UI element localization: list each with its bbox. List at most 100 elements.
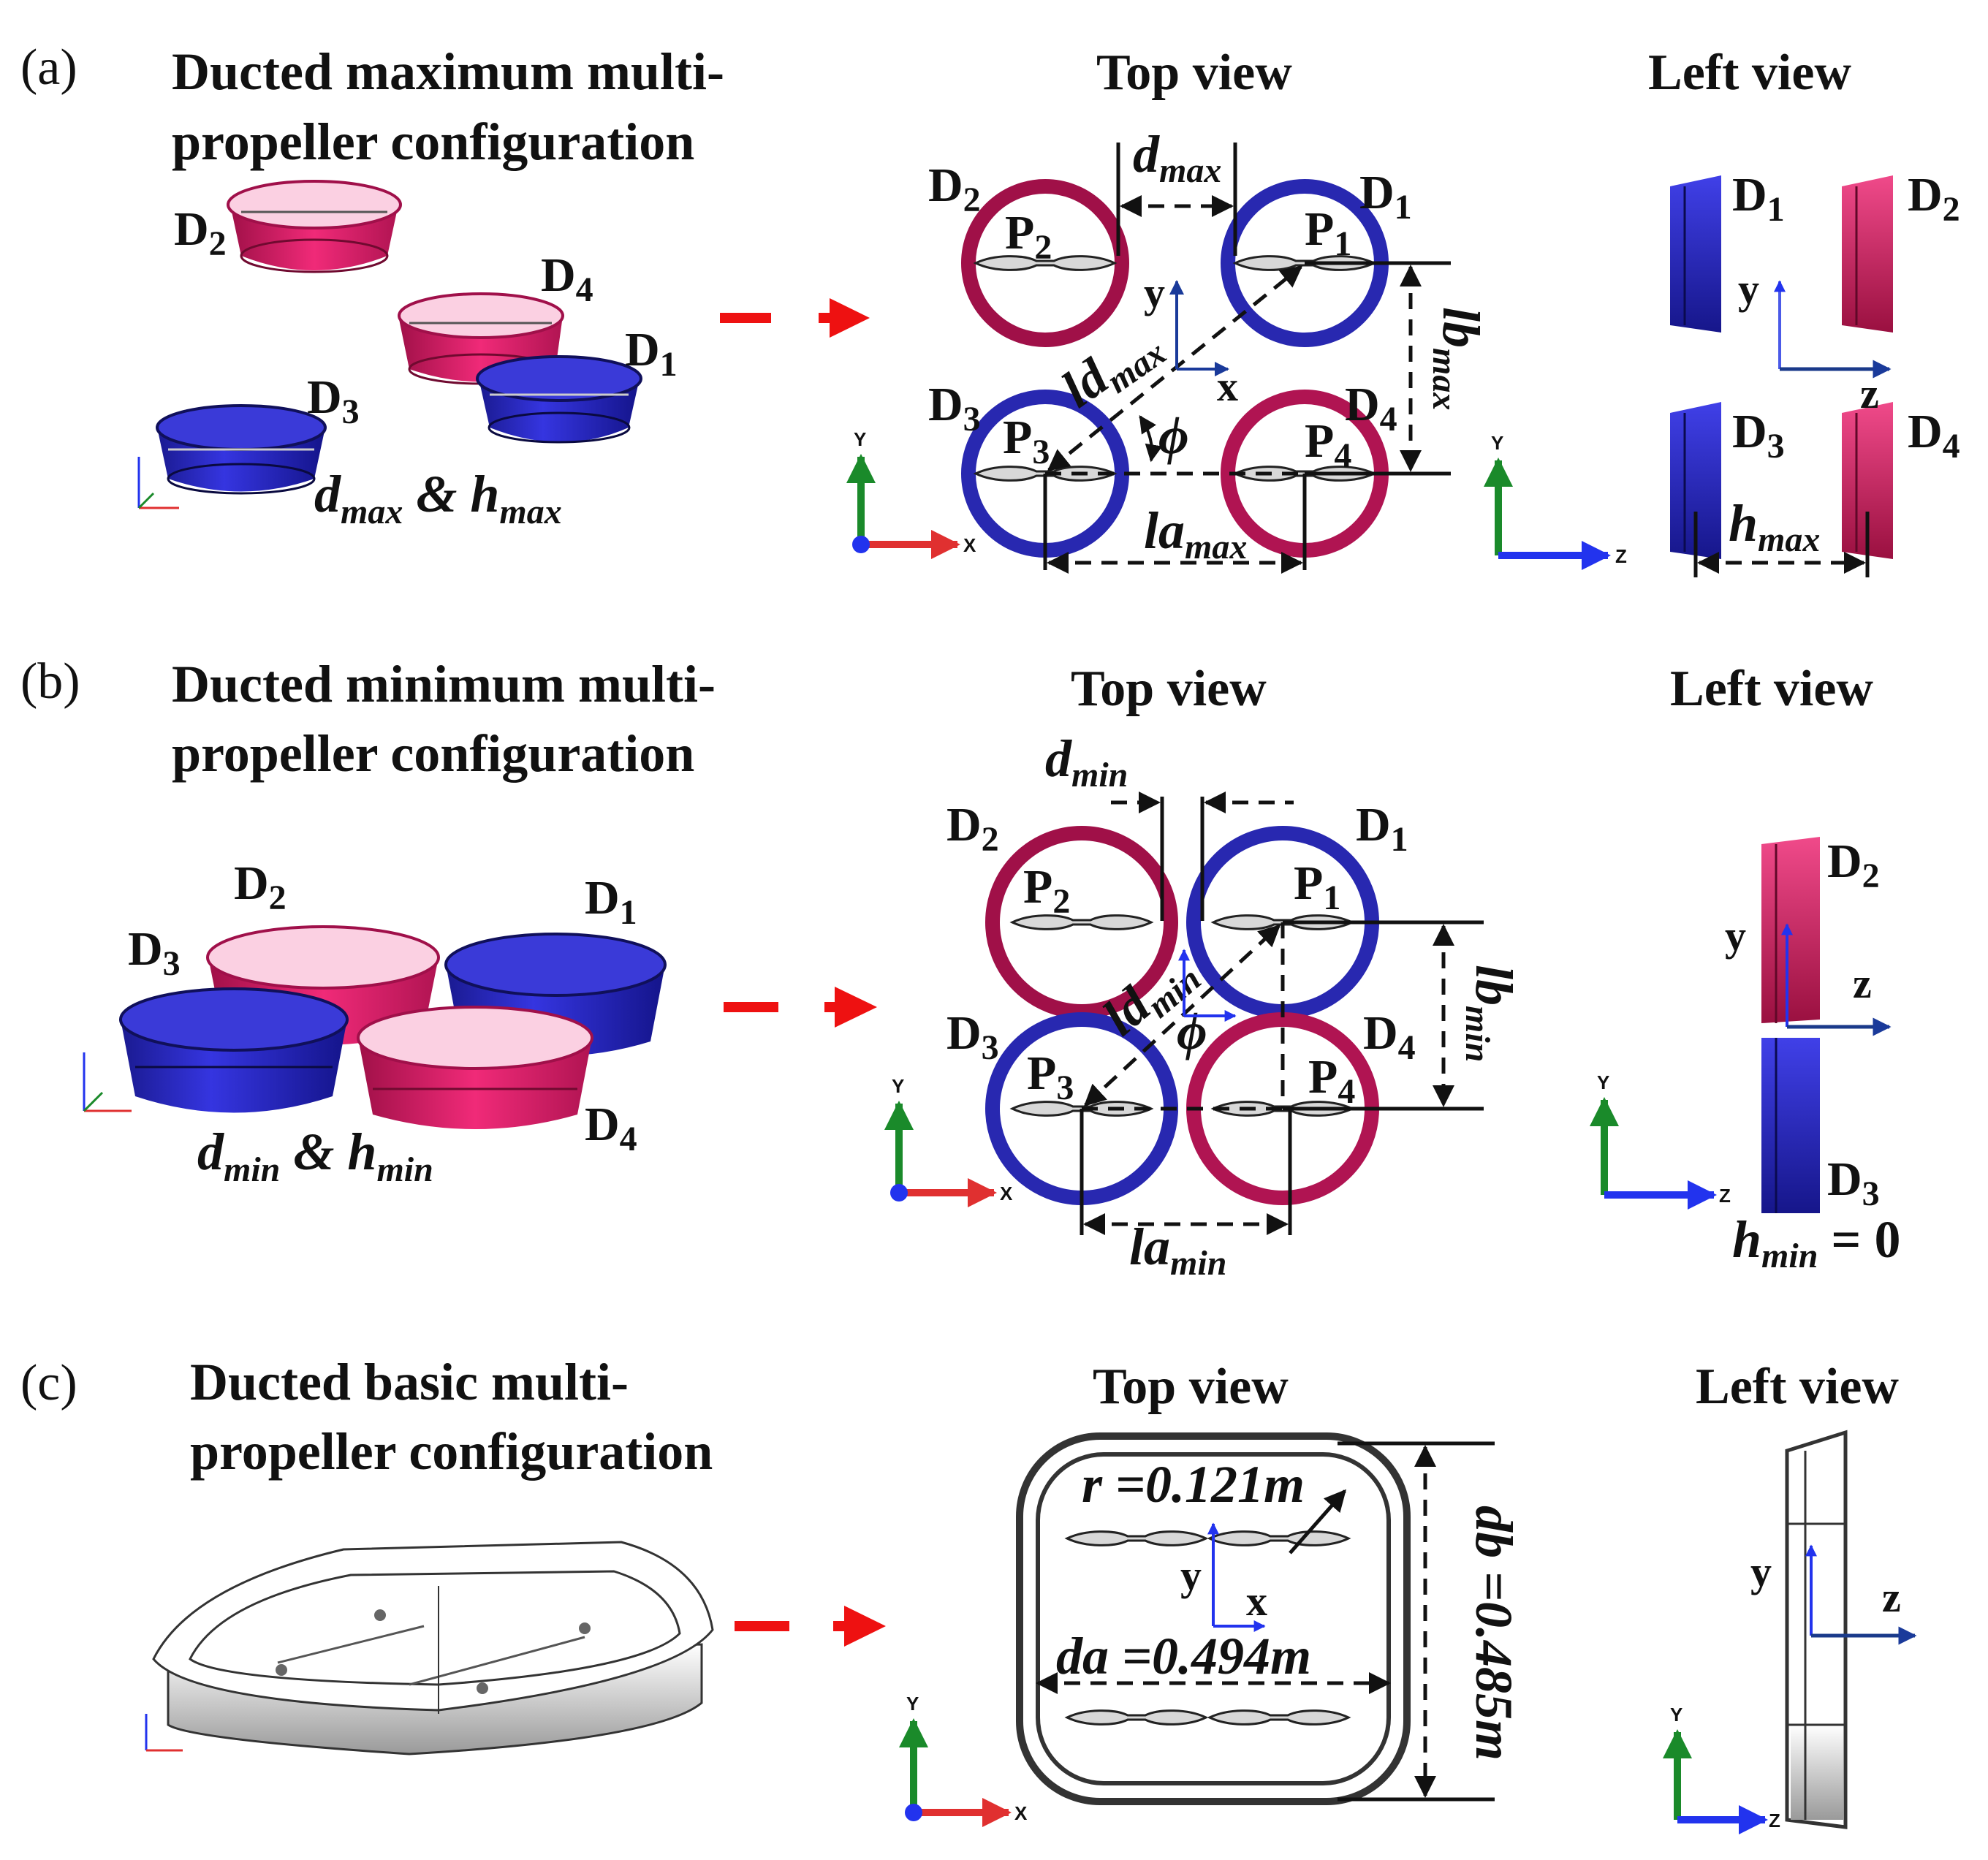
svg-text:Z: Z: [1615, 545, 1627, 567]
dim-dmax: dmax: [1133, 125, 1221, 190]
svg-text:Y: Y: [906, 1693, 919, 1715]
iso-label-d4: D4: [541, 248, 593, 309]
top-axis-x-a: x: [1217, 362, 1238, 410]
left-label-d3: D3: [1732, 405, 1785, 466]
top-axis-y-a: y: [1144, 269, 1165, 316]
panel-b-left-view-title: Left view: [1670, 661, 1873, 717]
top-b-label-d3: D3: [946, 1006, 999, 1067]
dim-lbmin: lbmin: [1458, 965, 1523, 1062]
top-b-label-p4: P4: [1308, 1050, 1355, 1111]
panel-c-title-line1: Ducted basic multi-: [190, 1353, 629, 1411]
panel-b-title-line2: propeller configuration: [172, 724, 694, 783]
panel-a-left-view-title: Left view: [1648, 45, 1851, 101]
dim-da: da =0.494m: [1056, 1627, 1311, 1685]
top-axis-x-c: x: [1246, 1577, 1267, 1625]
iso-duct-d1: [476, 355, 642, 444]
dim-hmin: hmin = 0: [1732, 1210, 1900, 1275]
triad-top-a: Y X: [846, 428, 976, 559]
iso-triad-b: [83, 1052, 132, 1112]
dim-dmin: dmin: [1045, 729, 1128, 794]
dim-db: db =0.485m: [1465, 1506, 1523, 1761]
angle-phi-a: ϕ: [1158, 406, 1189, 465]
iso-label-d2: D2: [174, 202, 227, 263]
top-label-d2: D2: [928, 159, 981, 219]
svg-text:Y: Y: [892, 1075, 904, 1097]
panel-a: (a) Ducted maximum multi- propeller conf…: [20, 39, 1960, 577]
top-label-d1: D1: [1359, 166, 1412, 227]
left-axis-y-c: y: [1750, 1548, 1772, 1595]
top-b-label-d1: D1: [1356, 798, 1408, 859]
iso-triad-c: [145, 1714, 183, 1752]
svg-text:Z: Z: [1769, 1810, 1780, 1831]
left-b-label-d2: D2: [1827, 835, 1880, 895]
top-b-label-p1: P1: [1294, 857, 1340, 917]
left-axis-z-c: z: [1882, 1574, 1901, 1621]
top-label-p3: P3: [1003, 411, 1050, 471]
iso-duct-d3: [156, 404, 327, 495]
panel-letter-a: (a): [20, 39, 77, 96]
left-axis-z-a: z: [1860, 370, 1879, 417]
left-triad-a: Y Z: [1484, 432, 1627, 570]
svg-text:X: X: [963, 534, 976, 556]
top-view-b: D2 D1 D3 D4 P2 P1 P3 P4 dmin lbmin lamin: [884, 729, 1523, 1283]
iso-duct-basic: [152, 1541, 714, 1755]
arrow-c: [735, 1606, 886, 1647]
panel-b: (b) Ducted minimum multi- propeller conf…: [20, 653, 1900, 1283]
left-b-label-d3: D3: [1827, 1153, 1880, 1213]
panel-a-top-view-title: Top view: [1096, 45, 1292, 101]
left-view-c: y z Y Z: [1663, 1430, 1917, 1834]
iso-duct-b-d4: [357, 1006, 593, 1129]
top-b-label-p3: P3: [1027, 1047, 1074, 1107]
left-view-b: Y Z D2 D3 y z hmin = 0: [1590, 835, 1900, 1275]
dim-radius: r =0.121m: [1082, 1455, 1305, 1514]
left-view-a: Y Z D1 D2 D3 D4 y z hmax: [1484, 168, 1960, 577]
top-b-label-p2: P2: [1023, 860, 1070, 921]
panel-c-title-line2: propeller configuration: [190, 1422, 713, 1481]
panel-c-top-view-title: Top view: [1093, 1359, 1289, 1415]
left-axis-y-b: y: [1725, 912, 1746, 960]
iso-b-label-d2: D2: [234, 857, 287, 917]
iso-duct-d2: [227, 180, 402, 273]
svg-text:X: X: [1014, 1802, 1028, 1824]
svg-text:Y: Y: [1597, 1071, 1609, 1093]
top-label-d4: D4: [1345, 378, 1397, 439]
panel-b-top-view-title: Top view: [1071, 661, 1267, 717]
arrow-b: [724, 987, 877, 1028]
top-b-label-d4: D4: [1363, 1006, 1416, 1067]
left-label-d1: D1: [1732, 168, 1785, 229]
panel-c-left-view-title: Left view: [1696, 1359, 1899, 1415]
left-label-d4: D4: [1908, 405, 1960, 466]
panel-c: (c) Ducted basic multi- propeller config…: [20, 1353, 1917, 1834]
top-b-label-d2: D2: [946, 798, 999, 859]
iso-b-label-d4: D4: [585, 1098, 637, 1158]
top-view-a: D2 D1 D3 D4 P2 P1 P3 P4 dmax lbmax lamax: [846, 125, 1490, 574]
top-label-p2: P2: [1005, 206, 1052, 267]
iso-label-dmax-hmax: dmax & hmax: [314, 465, 562, 531]
top-axis-y-c: y: [1180, 1552, 1202, 1599]
svg-text:Y: Y: [1491, 432, 1503, 454]
svg-text:Y: Y: [1670, 1704, 1682, 1726]
panel-letter-c: (c): [20, 1355, 77, 1411]
iso-triad-a: [137, 457, 179, 509]
left-axis-z-b: z: [1853, 960, 1872, 1007]
left-triad-c: Y Z: [1663, 1704, 1780, 1834]
dim-lbmax: lbmax: [1425, 307, 1490, 410]
panel-letter-b: (b): [20, 653, 80, 710]
svg-text:Y: Y: [854, 428, 866, 450]
iso-duct-b-d3: [119, 987, 349, 1113]
top-view-c: r =0.121m db =0.485m da =0.494m y x Y X: [899, 1432, 1523, 1827]
left-label-d2: D2: [1908, 168, 1960, 229]
iso-b-label-d3: D3: [128, 922, 181, 983]
top-label-p1: P1: [1305, 202, 1351, 263]
dim-lamax: lamax: [1144, 501, 1247, 566]
dim-lamin: lamin: [1129, 1218, 1226, 1283]
angle-phi-b: ϕ: [1177, 1002, 1207, 1060]
iso-b-label-d1: D1: [585, 871, 637, 932]
panel-a-title-line2: propeller configuration: [172, 113, 694, 171]
left-axis-y-a: y: [1738, 265, 1759, 313]
iso-label-d1: D1: [625, 323, 678, 384]
top-label-p4: P4: [1305, 414, 1351, 475]
top-duct-d2: [961, 179, 1129, 347]
panel-a-title-line1: Ducted maximum multi-: [172, 42, 724, 101]
